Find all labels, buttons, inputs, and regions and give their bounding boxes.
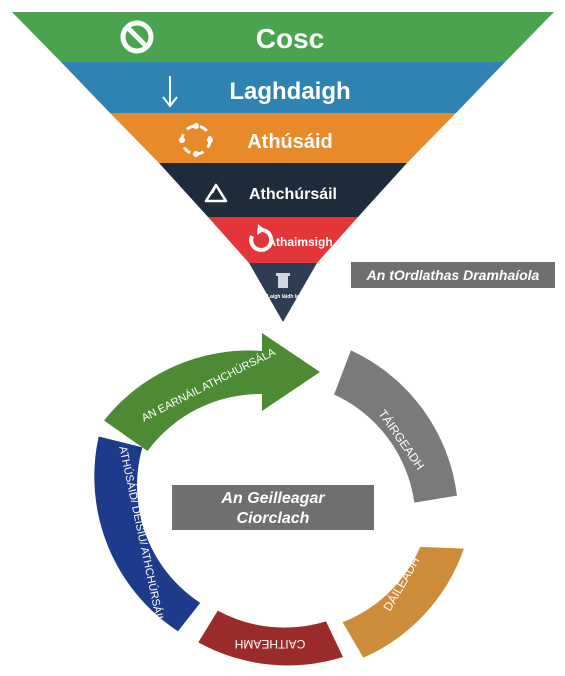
level-label-cosc: Cosc (256, 23, 324, 54)
segment-tairgeadh (334, 350, 457, 503)
hierarchy-caption-text: An tOrdlathas Dramhaíola (366, 267, 540, 283)
recover-icon (249, 224, 274, 252)
cycle-center-line1: An Geilleagar (220, 490, 325, 507)
level-label-landfill: Laigh láidh la (267, 294, 299, 300)
segment-caitheamh (198, 610, 343, 666)
no-entry-icon (120, 20, 154, 54)
segment-label-caitheamh: CAITHEAMH (235, 637, 306, 651)
level-laghdaigh (61, 62, 505, 113)
cycle-center-label: An Geilleagar Ciorclach (172, 485, 374, 530)
level-athaimsigh (208, 217, 358, 263)
circular-economy-cycle (94, 333, 464, 666)
recycle-icon (204, 183, 228, 203)
segment-athusaid (94, 436, 201, 632)
level-label-laghdaigh: Laghdaigh (229, 78, 350, 105)
reuse-circle-icon (179, 123, 213, 157)
segment-daileadh (342, 546, 464, 658)
cycle-center-line2: Ciorclach (237, 510, 310, 527)
level-landfill (249, 263, 317, 322)
arrow-down-icon (162, 76, 178, 108)
level-athchursail (159, 163, 407, 217)
segment-earnail-athchursala (104, 333, 320, 451)
level-label-athaimsigh: Athaimsigh (267, 235, 332, 249)
level-label-athchursail: Athchúrsáil (249, 186, 337, 203)
level-label-athusaid: Athúsáid (247, 131, 333, 153)
trash-icon (276, 273, 290, 288)
hierarchy-caption: An tOrdlathas Dramhaíola (351, 262, 555, 288)
waste-hierarchy-pyramid (12, 12, 554, 322)
